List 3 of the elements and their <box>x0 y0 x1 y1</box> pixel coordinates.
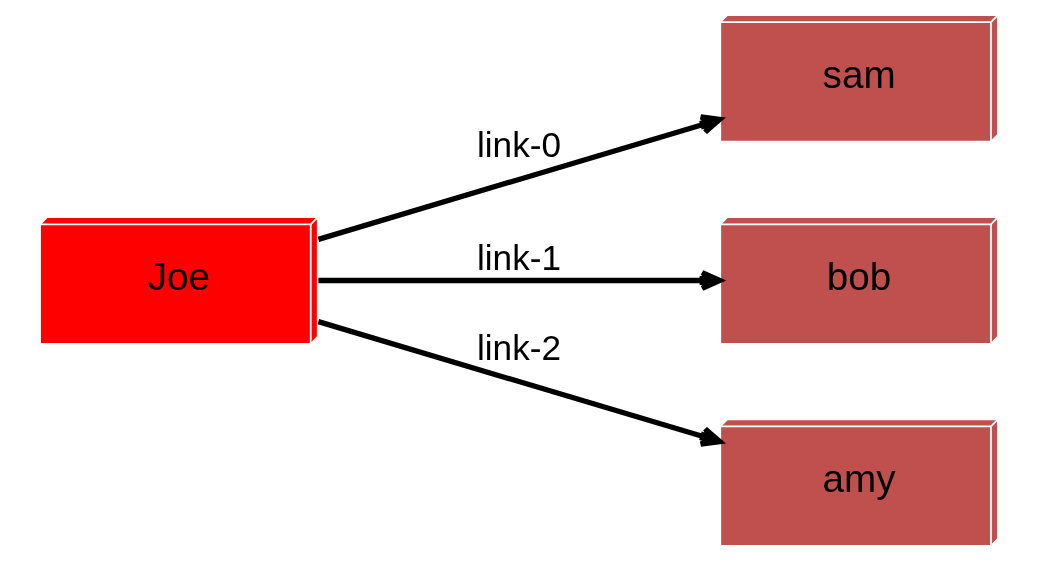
edge-label: link-1 <box>476 237 561 277</box>
edge-label: link-2 <box>476 327 561 367</box>
edge-label: link-0 <box>476 125 561 165</box>
